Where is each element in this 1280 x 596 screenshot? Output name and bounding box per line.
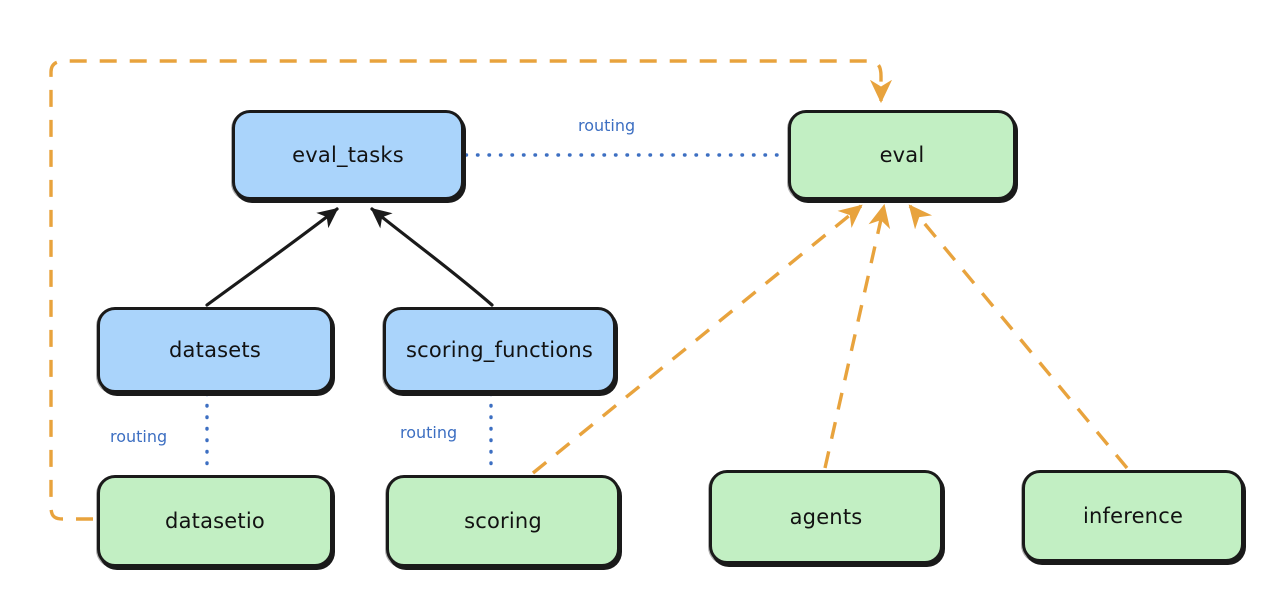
edge-inference-to-eval — [908, 204, 1129, 470]
node-scoring-functions[interactable]: scoring_functions — [383, 307, 616, 393]
node-inference[interactable]: inference — [1022, 470, 1244, 562]
node-label: eval — [879, 143, 925, 167]
edge-label-routing-datasets-datasetio: routing — [110, 427, 168, 446]
node-datasetio[interactable]: datasetio — [97, 475, 333, 567]
edge-datasetio-to-eval — [49, 59, 893, 521]
node-eval-tasks[interactable]: eval_tasks — [232, 110, 464, 200]
node-label: datasets — [169, 338, 261, 362]
node-eval[interactable]: eval — [788, 110, 1016, 200]
node-label: datasetio — [165, 509, 265, 533]
edge-agents-to-eval — [823, 203, 891, 469]
node-datasets[interactable]: datasets — [97, 307, 333, 393]
edge-datasets-to-eval-tasks — [205, 207, 339, 307]
node-label: eval_tasks — [292, 143, 404, 167]
node-label: scoring — [464, 509, 542, 533]
node-agents[interactable]: agents — [709, 470, 943, 564]
edge-scoringfn-to-eval-tasks — [370, 207, 494, 307]
node-scoring[interactable]: scoring — [386, 475, 620, 567]
node-label: agents — [789, 505, 863, 529]
edge-scoring-to-eval — [531, 204, 863, 475]
node-label: inference — [1082, 504, 1184, 528]
edge-label-routing-scoring-functions-scoring: routing — [400, 423, 458, 442]
edge-label-routing-eval-tasks-eval: routing — [578, 116, 636, 135]
node-label: scoring_functions — [405, 338, 594, 362]
